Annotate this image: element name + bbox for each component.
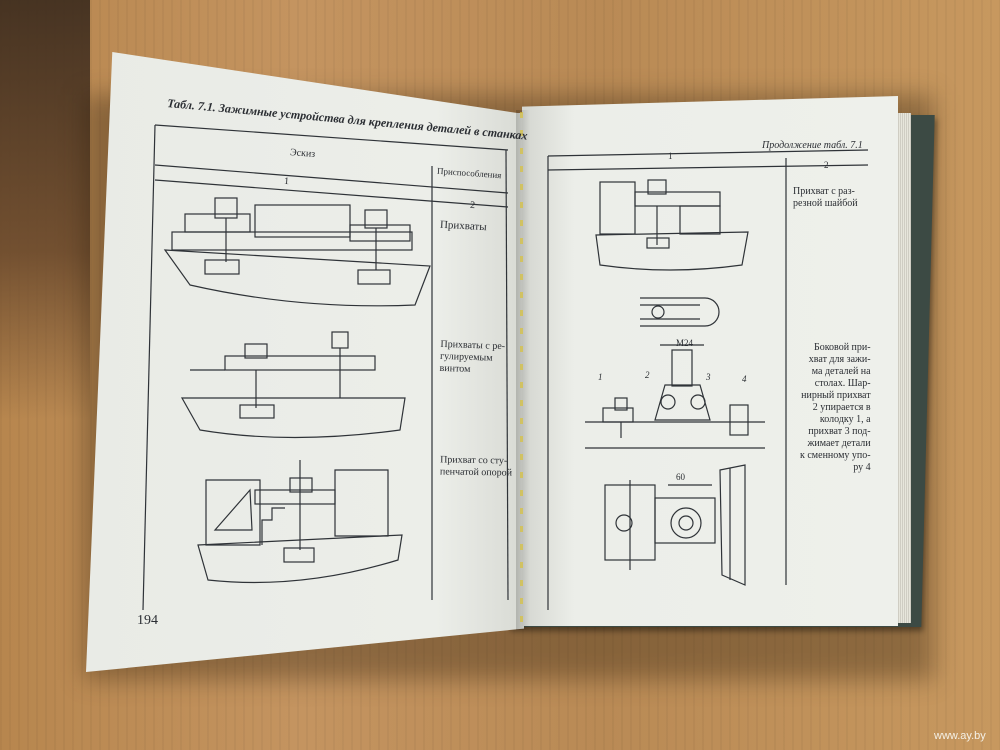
callout-1: 1 (598, 372, 603, 382)
book-gutter (516, 110, 530, 630)
watermark: www.ay.by (934, 730, 986, 742)
sketch-hinged-clamp (585, 344, 765, 449)
right-page (522, 96, 898, 626)
row-label-side-clamp: Боковой при- хват для зажи- ма деталей н… (800, 342, 871, 473)
sketch-stepped-support (197, 460, 403, 584)
continuation-header: Продолжение табл. 7.1 (762, 140, 863, 151)
row-label-clamps: Прихваты (439, 218, 487, 234)
row-label-adjustable-screw: Прихваты с ре- гулируемым винтом (439, 338, 506, 375)
callout-4: 4 (742, 374, 747, 384)
column-number-1: 1 (283, 175, 290, 188)
right-column-number-1: 1 (668, 151, 673, 161)
binding-thread (520, 112, 523, 627)
right-table-frame (547, 149, 869, 610)
page-number: 194 (137, 613, 158, 628)
sketch-washer-plan (640, 297, 720, 327)
row-label-split-washer: Прихват с раз- резной шайбой (793, 186, 858, 209)
dark-corner-shadow (0, 0, 90, 420)
dim-label-60: 60 (676, 472, 685, 482)
callout-3: 3 (706, 372, 711, 382)
row-label-stepped-support: Прихват со сту- пенчатой опорой (439, 454, 513, 479)
column-header-sketch: Эскиз (289, 147, 316, 160)
sketch-plan-view (604, 464, 746, 586)
sketch-clamps (163, 197, 431, 307)
right-column-number-2: 2 (824, 160, 829, 170)
left-page (86, 52, 524, 672)
dim-label-m24: M24 (676, 338, 694, 348)
left-table-frame (142, 124, 509, 611)
sketch-adjustable-screw (180, 331, 406, 439)
sketch-split-washer (595, 179, 749, 271)
callout-2: 2 (645, 370, 650, 380)
column-number-2: 2 (469, 199, 476, 212)
